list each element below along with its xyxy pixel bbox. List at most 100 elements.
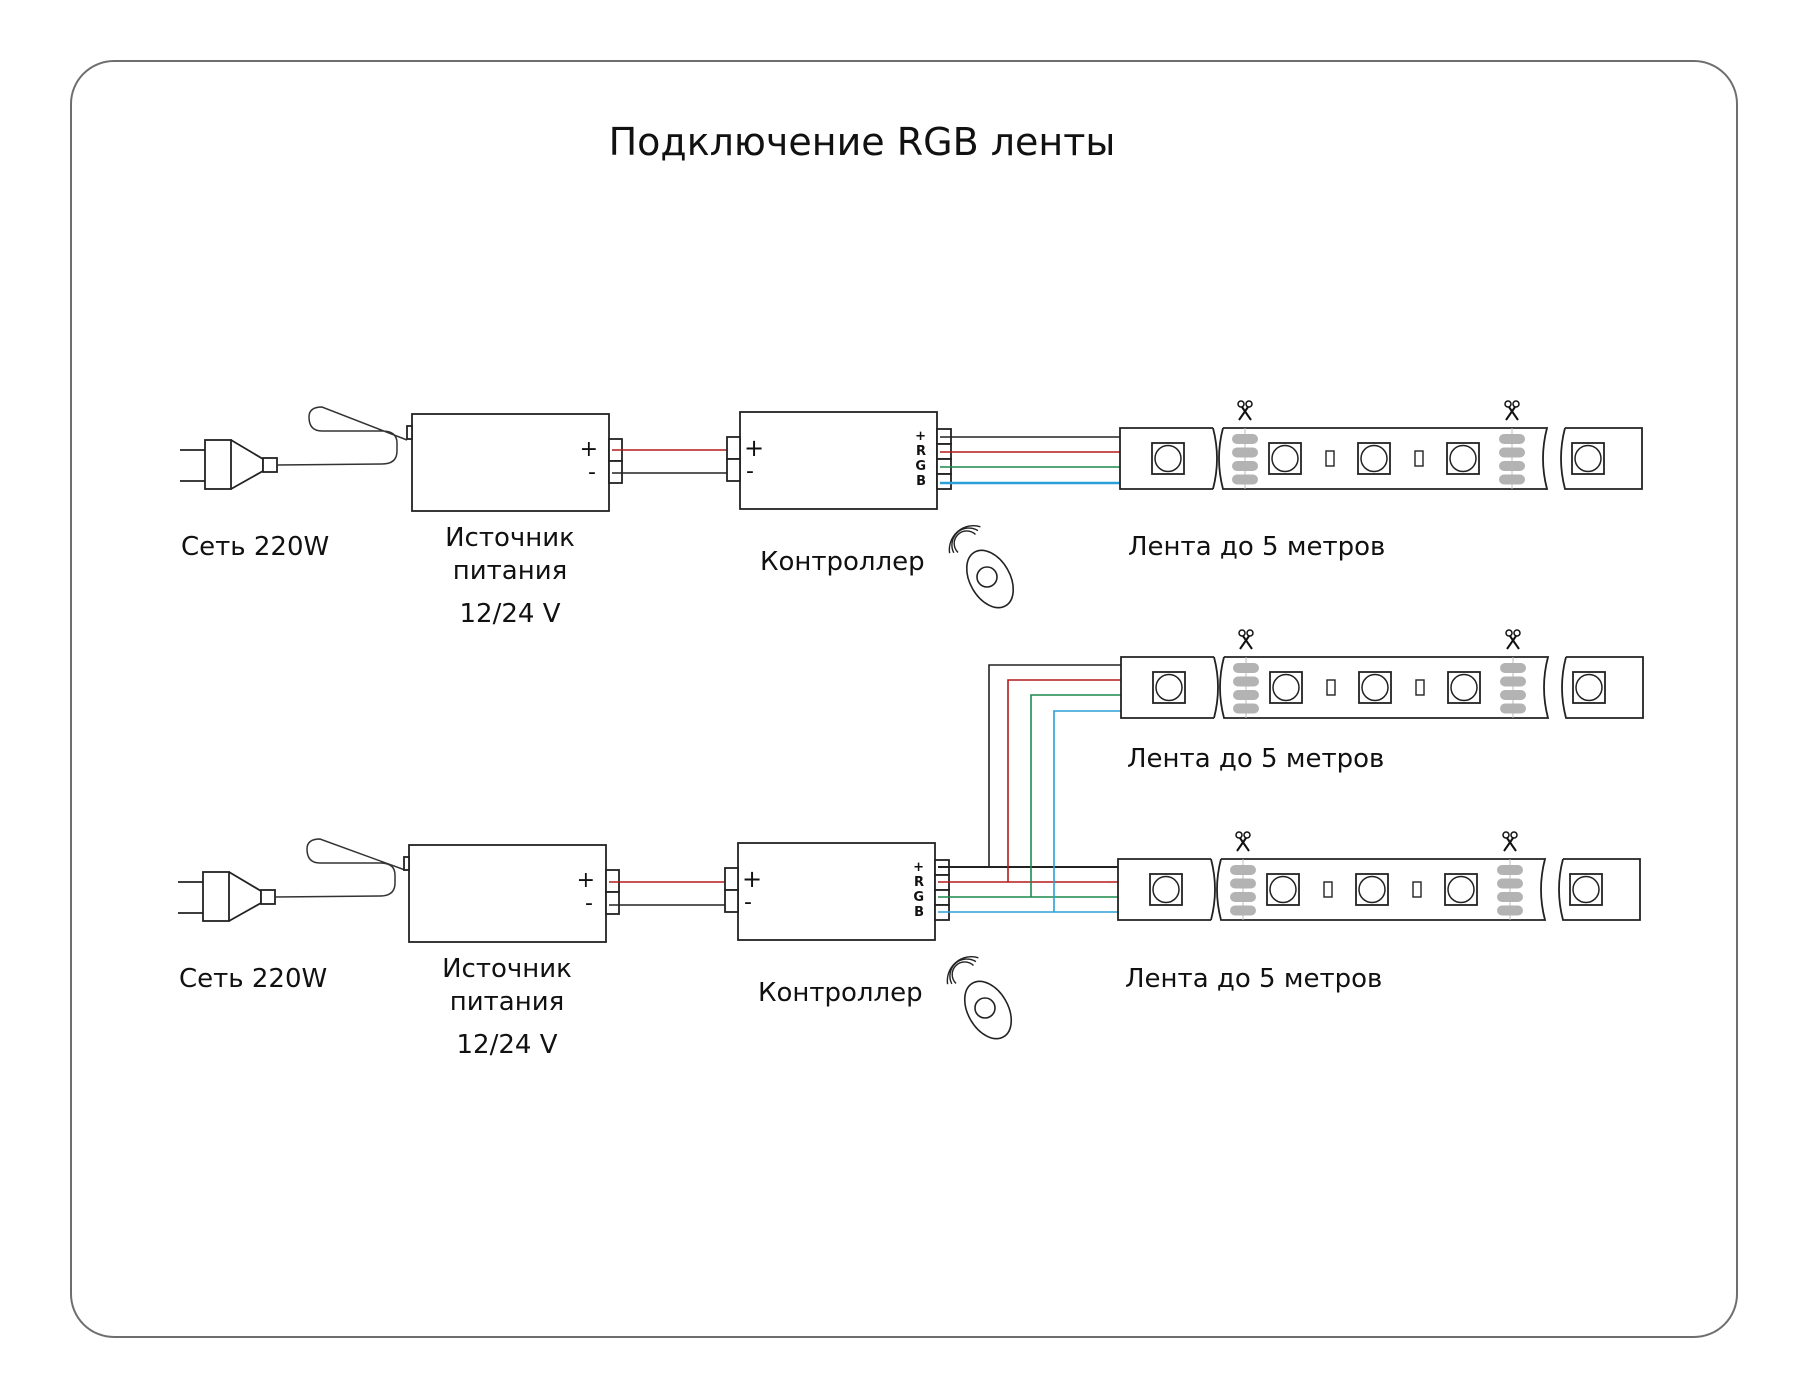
psu-label-line3: 12/24 V bbox=[457, 1030, 558, 1060]
led-chip-lens bbox=[1361, 673, 1389, 702]
solder-pads bbox=[1232, 428, 1258, 489]
controller-in-minus bbox=[726, 458, 741, 482]
solder-pad bbox=[1499, 434, 1525, 444]
led-chip-lens bbox=[1447, 875, 1475, 904]
led-chip-lens bbox=[1358, 875, 1386, 904]
solder-pads bbox=[1233, 657, 1259, 718]
scissors-icon bbox=[1235, 831, 1251, 852]
wire-branch bbox=[1030, 694, 1137, 897]
scissors-blade bbox=[1506, 837, 1517, 852]
led-chip-lens bbox=[1272, 673, 1300, 702]
led-chip-icon bbox=[1152, 671, 1186, 704]
channel-label-plus: + bbox=[913, 860, 924, 875]
power-inlet bbox=[406, 425, 413, 440]
channel-label-b: B bbox=[916, 474, 926, 489]
led-chip-lens bbox=[1449, 444, 1477, 473]
scissors-blade bbox=[1503, 837, 1514, 852]
remote-button bbox=[974, 997, 996, 1019]
remote-control-icon bbox=[948, 525, 1015, 609]
psu-label-line3: 12/24 V bbox=[460, 599, 561, 629]
wireless-signal-icon bbox=[946, 956, 979, 985]
solder-pads bbox=[1230, 859, 1256, 920]
strip-label: Лента до 5 метров bbox=[1125, 964, 1382, 994]
solder-pad bbox=[1500, 676, 1526, 687]
scissors-ring bbox=[1245, 400, 1253, 408]
signal-arc bbox=[946, 956, 979, 985]
led-chip-icon bbox=[1569, 873, 1603, 906]
solder-pad bbox=[1232, 447, 1258, 458]
scissors-blade bbox=[1508, 406, 1519, 421]
power-inlet bbox=[403, 856, 410, 871]
solder-pads bbox=[1500, 657, 1526, 718]
controller-box bbox=[737, 842, 936, 941]
scissors-blade bbox=[1506, 635, 1517, 650]
psu-label-line1: Источник bbox=[445, 523, 575, 553]
solder-pad bbox=[1232, 434, 1258, 444]
psu-terminal-plus bbox=[605, 869, 620, 893]
plug-icon bbox=[178, 871, 276, 922]
scissors-ring bbox=[1513, 629, 1521, 637]
page-title: Подключение RGB ленты bbox=[609, 120, 1116, 164]
controller-in-plus bbox=[726, 436, 741, 460]
solder-pad bbox=[1230, 905, 1256, 916]
scissors-icon bbox=[1237, 400, 1253, 421]
power-cable bbox=[274, 838, 406, 898]
scissors-ring bbox=[1246, 629, 1254, 637]
solder-pad bbox=[1497, 865, 1523, 875]
wire-branch bbox=[1007, 679, 1137, 882]
led-chip-icon bbox=[1357, 442, 1391, 475]
led-strip bbox=[1119, 400, 1643, 490]
scissors-blade bbox=[1239, 635, 1250, 650]
led-chip-lens bbox=[1360, 444, 1388, 473]
led-chip-lens bbox=[1152, 875, 1180, 904]
solder-pad bbox=[1500, 690, 1526, 700]
channel-label-r: R bbox=[914, 875, 924, 890]
controller-plus-label: + bbox=[744, 434, 764, 462]
psu-minus-label: - bbox=[585, 891, 593, 916]
solder-pad bbox=[1230, 865, 1256, 875]
scissors-icon bbox=[1504, 400, 1520, 421]
controller-minus-label: - bbox=[746, 459, 754, 484]
led-chip-icon bbox=[1571, 442, 1605, 475]
plug-cone bbox=[230, 439, 264, 490]
led-chip-icon bbox=[1444, 873, 1478, 906]
led-chip-lens bbox=[1575, 673, 1603, 702]
scissors-blade bbox=[1505, 406, 1516, 421]
controller-in-plus bbox=[724, 867, 739, 891]
mains-label: Сеть 220W bbox=[179, 964, 327, 994]
channel-label-plus: + bbox=[915, 429, 926, 444]
scissors-blade bbox=[1238, 406, 1249, 421]
led-strip bbox=[1120, 629, 1644, 719]
scissors-ring bbox=[1505, 629, 1513, 637]
solder-pad bbox=[1232, 461, 1258, 471]
psu-label-line2: питания bbox=[450, 987, 565, 1017]
scissors-icon bbox=[1502, 831, 1518, 852]
led-chip-lens bbox=[1154, 444, 1182, 473]
scissors-ring bbox=[1504, 400, 1512, 408]
strip-label: Лента до 5 метров bbox=[1128, 532, 1385, 562]
solder-pad bbox=[1232, 474, 1258, 485]
led-chip-icon bbox=[1269, 671, 1303, 704]
led-chip-lens bbox=[1271, 444, 1299, 473]
resistor-icon bbox=[1412, 881, 1422, 898]
wire-branch bbox=[988, 664, 1137, 867]
solder-pad bbox=[1497, 892, 1523, 902]
solder-pad bbox=[1500, 703, 1526, 714]
plug-body bbox=[202, 871, 230, 922]
scissors-icon bbox=[1238, 629, 1254, 650]
power-supply-box bbox=[411, 413, 610, 512]
power-supply-box bbox=[408, 844, 607, 943]
remote-button bbox=[976, 566, 998, 588]
psu-label-line1: Источник bbox=[442, 954, 572, 984]
psu-minus-label: - bbox=[588, 460, 596, 485]
scissors-blade bbox=[1509, 635, 1520, 650]
controller-plus-label: + bbox=[742, 865, 762, 893]
